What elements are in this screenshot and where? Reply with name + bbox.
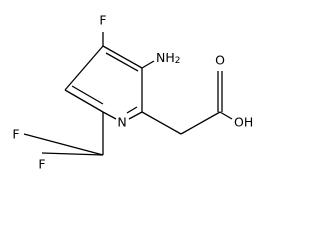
bond-chf2-f-bottom — [41, 152, 104, 156]
pyridine-ring — [64, 45, 143, 120]
bond-c6-c5-inner — [71, 85, 104, 105]
fluorine-ring-label: F — [99, 13, 106, 28]
bond-c4-c3 — [102, 45, 143, 69]
bond-ch2-cooh — [180, 111, 221, 135]
ring-nitrogen-label: N — [117, 115, 126, 130]
difluoro-fluorine-bottom-label: F — [38, 157, 45, 172]
bond-c-oh — [219, 111, 233, 120]
amino-label-subscript: 2 — [175, 56, 181, 66]
bond-c5-c4 — [64, 45, 104, 91]
hydroxyl-label: OH — [234, 115, 253, 130]
bond-c2-ch2 — [141, 111, 182, 135]
difluoro-fluorine-left-label: F — [12, 127, 19, 142]
amino-label-main: NH — [156, 50, 175, 65]
bond-c4-c3-inner — [105, 52, 139, 72]
bond-c3-n-amino — [141, 60, 155, 69]
bond-c2-n-inner — [126, 106, 138, 114]
bond-n-c6 — [102, 111, 117, 120]
bond-c2-n — [128, 111, 143, 120]
amino-label: NH2 — [156, 50, 180, 67]
bond-chf2-f-left — [23, 133, 104, 156]
bond-c6-c5 — [64, 89, 104, 113]
carbonyl-oxygen-label: O — [215, 53, 225, 68]
chemical-structure: F NH2 N F F O OH — [12, 13, 253, 172]
